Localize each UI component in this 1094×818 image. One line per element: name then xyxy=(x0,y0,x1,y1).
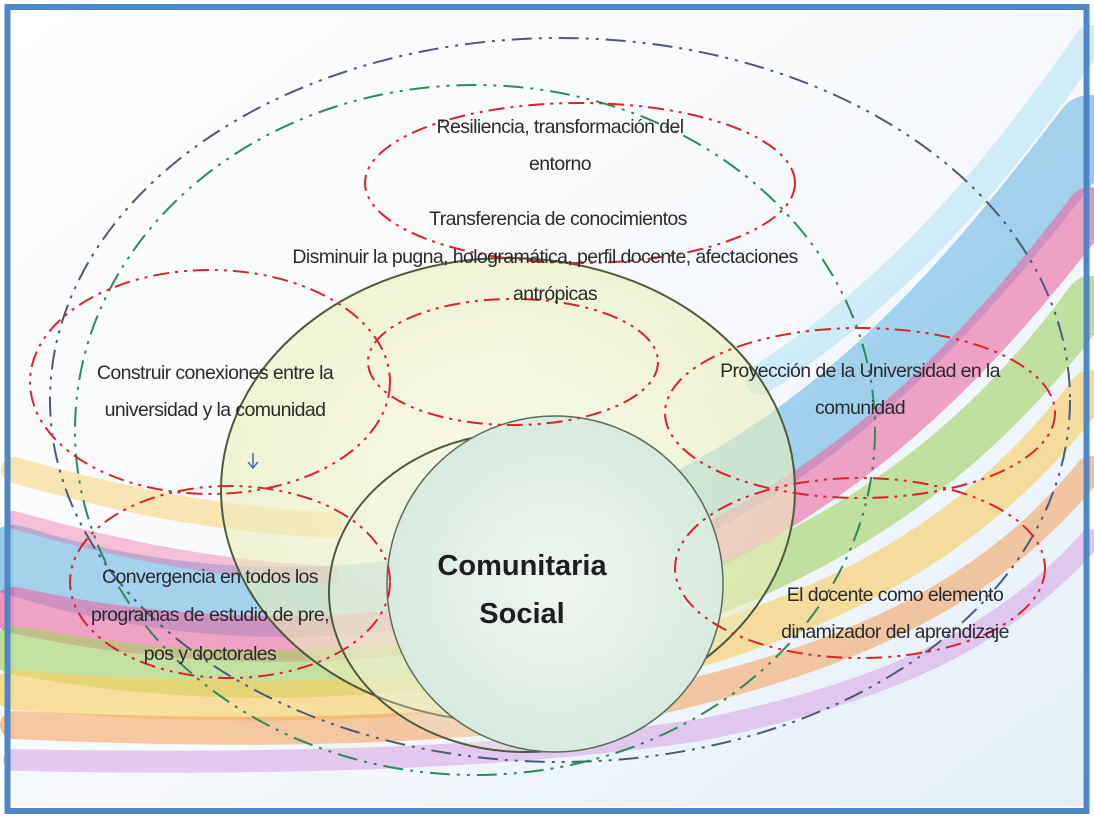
label-construir-1: Construir conexiones entre la xyxy=(97,362,334,384)
red-ellipse-right xyxy=(664,327,1056,499)
outer-ring-green xyxy=(74,84,876,776)
red-ellipse-lower-right xyxy=(674,477,1046,659)
label-resiliencia-1: Resiliencia, transformación del xyxy=(437,116,684,138)
label-docente-1: El docente como elemento xyxy=(787,584,1004,606)
red-ellipse-top xyxy=(364,102,796,264)
label-proyeccion-2: comunidad xyxy=(815,397,905,419)
label-convergencia-1: Convergencia en todos los xyxy=(102,566,319,588)
label-disminuir-1: Disminuir la pugna, hologramática, perfi… xyxy=(292,246,798,268)
label-convergencia-3: pos y doctorales xyxy=(144,643,277,665)
label-proyeccion-1: Proyección de la Universidad en la xyxy=(720,360,1001,382)
label-resiliencia-2: entorno xyxy=(529,153,592,175)
label-construir-2: universidad y la comunidad xyxy=(105,399,326,421)
outer-ring-gray xyxy=(49,37,1071,763)
red-ellipse-upper-center xyxy=(367,298,659,426)
label-convergencia-2: programas de estudio de pre, xyxy=(91,604,329,626)
red-ellipse-lower-left xyxy=(69,485,391,679)
outer-rings xyxy=(49,37,1071,776)
label-docente-2: dinamizador del aprendizaje xyxy=(781,621,1009,643)
frame-border xyxy=(4,4,1090,814)
core-circle xyxy=(386,415,724,753)
red-ellipse-left xyxy=(29,269,391,495)
small-arrow-mark xyxy=(247,453,259,470)
label-disminuir-2: antrópicas xyxy=(513,283,598,305)
label-transferencia: Transferencia de conocimientos xyxy=(429,208,688,230)
center-title-line1: Comunitaria xyxy=(437,550,607,582)
red-ellipses xyxy=(29,102,1056,679)
center-title-line2: Social xyxy=(479,598,564,630)
